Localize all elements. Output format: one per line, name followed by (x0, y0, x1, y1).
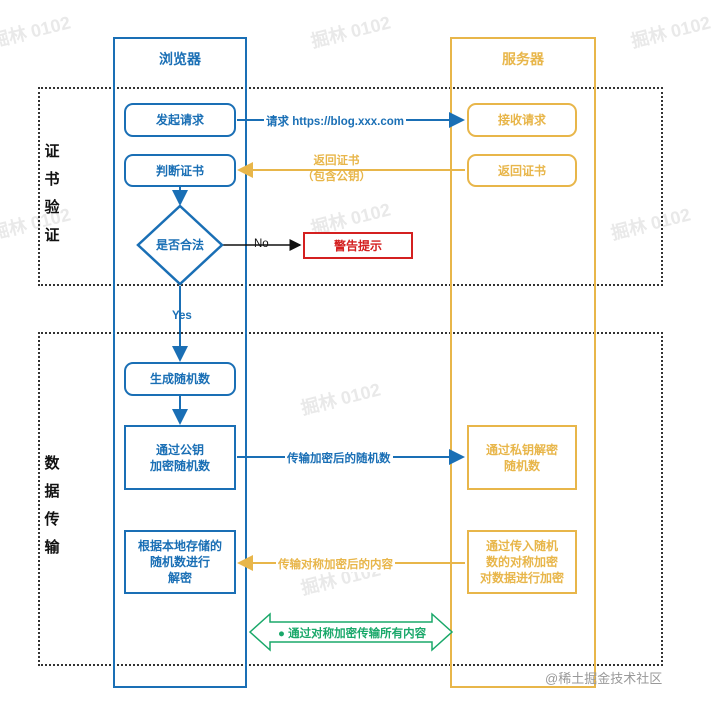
data-label-char: 传 (44, 511, 60, 528)
receive-request-box: 接收请求 (467, 103, 577, 137)
no-label: No (254, 238, 269, 250)
cert-label-char: 证 (44, 143, 60, 160)
bullet-icon: ● (278, 628, 289, 640)
request-label: 请求 https://blog.xxx.com (264, 113, 407, 129)
decrypt-content-line: 根据本地存储的 (137, 539, 222, 553)
encrypt-data-line: 数的对称加密 (485, 555, 558, 569)
send-random-label: 传输加密后的随机数 (285, 450, 393, 466)
server-lane-title: 服务器 (502, 51, 544, 67)
credit-text: @稀土掘金技术社区 (545, 671, 663, 686)
decrypt-random-line: 通过私钥解密 (485, 442, 558, 457)
browser-lane: 浏览器 (113, 37, 247, 688)
encrypt-data-line: 通过传入随机 (485, 539, 558, 553)
send-request-box: 发起请求 (124, 103, 236, 137)
decrypt-content-line: 随机数进行 (149, 555, 210, 569)
decrypt-content-line: 解密 (167, 571, 192, 585)
cert-label-char: 验 (44, 199, 60, 216)
encrypt-random-line: 加密随机数 (149, 458, 210, 473)
data-transfer-section (38, 332, 663, 666)
send-content-label: 传输对称加密后的内容 (276, 556, 395, 572)
encrypt-data-line: 对数据进行加密 (479, 571, 564, 585)
encrypt-data-box: 通过传入随机 数的对称加密 对数据进行加密 (467, 530, 577, 594)
return-cert-label-line: （包含公钥） (302, 171, 371, 183)
cert-verification-section (38, 87, 663, 286)
check-cert-box: 判断证书 (124, 154, 236, 187)
decrypt-random-line: 随机数 (503, 458, 540, 473)
data-label-char: 据 (44, 483, 60, 500)
browser-lane-title: 浏览器 (159, 51, 201, 67)
cert-label-char: 证 (44, 227, 60, 244)
return-cert-label: 返回证书 （包含公钥） (300, 153, 373, 185)
data-label-char: 数 (44, 455, 60, 472)
return-cert-label-line: 返回证书 (313, 155, 360, 167)
data-label-char: 输 (44, 539, 60, 556)
encrypt-random-line: 通过公钥 (155, 442, 204, 457)
validity-diamond (136, 204, 224, 286)
decrypt-random-box: 通过私钥解密 随机数 (467, 425, 577, 490)
yes-label: Yes (172, 310, 192, 322)
decrypt-content-box: 根据本地存储的 随机数进行 解密 (124, 530, 236, 594)
connectors (136, 112, 465, 652)
encrypt-random-box: 通过公钥 加密随机数 (124, 425, 236, 490)
data-section-label: 数 据 传 输 (40, 450, 64, 562)
gen-random-box: 生成随机数 (124, 362, 236, 396)
cert-label-char: 书 (44, 171, 60, 188)
is-valid-label: 是否合法 (155, 238, 204, 252)
cert-section-label: 证 书 验 证 (40, 138, 64, 250)
server-lane: 服务器 (450, 37, 596, 688)
return-cert-box: 返回证书 (467, 154, 577, 187)
symmetric-label-text: 通过对称加密传输所有内容 (288, 628, 427, 640)
symmetric-double-arrow (248, 612, 454, 652)
symmetric-label: ● 通过对称加密传输所有内容 (276, 625, 428, 641)
warning-box: 警告提示 (303, 232, 413, 259)
